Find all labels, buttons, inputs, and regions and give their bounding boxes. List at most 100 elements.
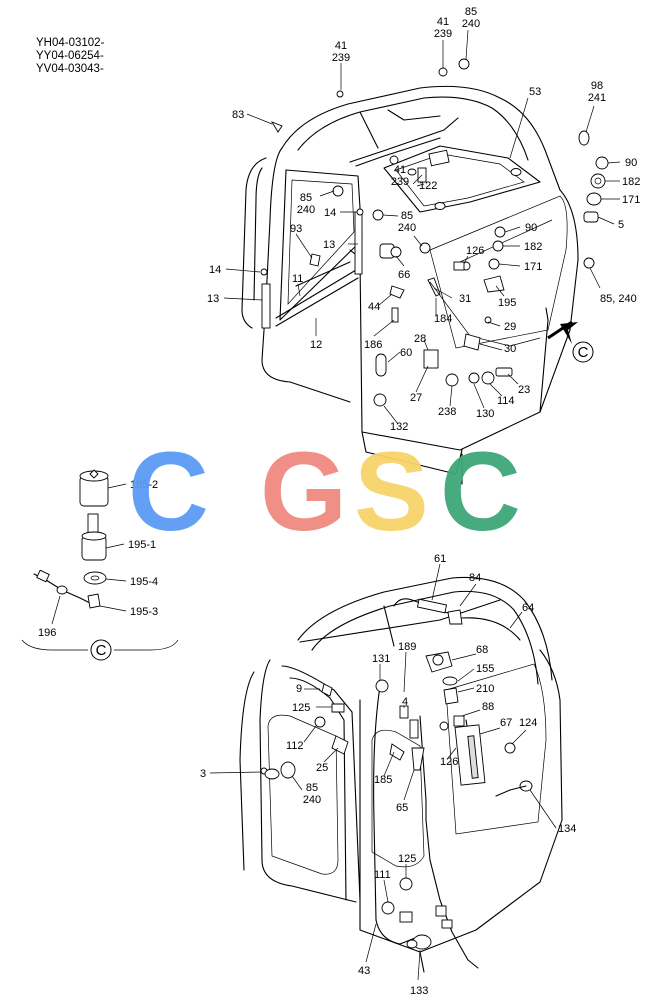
label-155: 155 (476, 663, 494, 675)
label-184: 184 (434, 313, 452, 325)
label-126: 126 (440, 756, 458, 768)
label-130: 130 (476, 408, 494, 420)
label-9: 9 (296, 683, 302, 695)
label-41: 41 (335, 40, 347, 52)
label-41: 41 (437, 16, 449, 28)
label-13: 13 (323, 239, 335, 251)
label-3: 3 (200, 768, 206, 780)
label-12: 12 (310, 339, 322, 351)
cgsc-watermark: C G S C (128, 429, 521, 554)
label-240: 240 (297, 204, 315, 216)
label-41: 41 (394, 164, 406, 176)
label-241: 241 (588, 92, 606, 104)
label-31: 31 (459, 293, 471, 305)
top-labels: 41 239 41 239 85 240 98 241 83 53 90 182… (207, 6, 640, 433)
label-133: 133 (410, 985, 428, 997)
label-85: 85 (465, 6, 477, 18)
label-239: 239 (434, 28, 452, 40)
label-14: 14 (209, 264, 221, 276)
label-60: 60 (400, 347, 412, 359)
label-93: 93 (290, 223, 302, 235)
label-195-4: 195-4 (130, 576, 158, 588)
label-53: 53 (529, 86, 541, 98)
part-code-header: YH04-03102- YY04-06254- YV04-03043- (36, 37, 105, 75)
watermark-letter-c: C (440, 429, 521, 554)
part-code-1: YH04-03102- (36, 37, 105, 49)
watermark-letter-s: S (354, 429, 429, 554)
label-124: 124 (519, 717, 537, 729)
label-90: 90 (525, 222, 537, 234)
part-code-2: YY04-06254- (36, 50, 104, 62)
label-84: 84 (469, 572, 481, 584)
label-131: 131 (372, 653, 390, 665)
label-171: 171 (622, 194, 640, 206)
label-68: 68 (476, 644, 488, 656)
top-leaders (223, 29, 621, 425)
label-85: 85 (306, 782, 318, 794)
label-240: 240 (303, 794, 321, 806)
label-196: 196 (38, 627, 56, 639)
label-185: 185 (374, 774, 392, 786)
watermark-letter-g: G (260, 429, 347, 554)
label-195: 195 (498, 297, 516, 309)
label-126: 126 (466, 245, 484, 257)
label-195-3: 195-3 (130, 606, 158, 618)
top-cab-assembly (241, 58, 609, 485)
label-43: 43 (358, 965, 370, 977)
label-240: 240 (398, 222, 416, 234)
view-c-letter: C (578, 344, 589, 361)
label-182: 182 (622, 176, 640, 188)
bottom-cab-assembly (239, 576, 563, 973)
label-85: 85 (300, 192, 312, 204)
label-13: 13 (207, 293, 219, 305)
label-114: 114 (497, 395, 515, 407)
bottom-leaders (209, 563, 557, 981)
label-238: 238 (438, 406, 456, 418)
label-23: 23 (518, 384, 530, 396)
label-132: 132 (390, 421, 408, 433)
label-14: 14 (324, 207, 336, 219)
label-88: 88 (482, 701, 494, 713)
label-239: 239 (332, 52, 350, 64)
label-85: 85 (401, 210, 413, 222)
label-189: 189 (398, 641, 416, 653)
label-66: 66 (398, 269, 410, 281)
label-239: 239 (391, 176, 409, 188)
label-25: 25 (316, 762, 328, 774)
label-182: 182 (524, 241, 542, 253)
label-125: 125 (292, 702, 310, 714)
label-11: 11 (292, 273, 303, 285)
bottom-labels: 61 84 64 189 68 131 155 210 9 4 88 125 6… (200, 553, 576, 997)
label-44: 44 (368, 301, 380, 313)
view-c-marker: C (572, 341, 594, 363)
label-64: 64 (522, 602, 534, 614)
label-171: 171 (524, 261, 542, 273)
label-30: 30 (504, 343, 516, 355)
label-29: 29 (504, 321, 516, 333)
label-61: 61 (434, 553, 446, 565)
label-186: 186 (364, 339, 382, 351)
label-122: 122 (419, 180, 437, 192)
label-195-2: 195-2 (130, 479, 158, 491)
label-195-1: 195-1 (128, 539, 156, 551)
label-83: 83 (232, 109, 244, 121)
detail-c-letter: C (96, 642, 107, 659)
label-27: 27 (410, 392, 422, 404)
label-5: 5 (618, 219, 624, 231)
label-134: 134 (558, 823, 576, 835)
detail-c-labels: 195-2 195-1 195-4 195-3 196 C (38, 479, 158, 659)
label-85-240: 85, 240 (600, 293, 637, 305)
label-28: 28 (414, 333, 426, 345)
watermark-letter-c: C (128, 429, 209, 554)
label-240: 240 (462, 18, 480, 30)
label-4: 4 (402, 696, 408, 708)
label-67: 67 (500, 717, 512, 729)
detail-c (21, 469, 179, 661)
label-112: 112 (286, 740, 304, 752)
label-90: 90 (625, 157, 637, 169)
label-98: 98 (591, 80, 603, 92)
label-111: 111 (374, 869, 391, 881)
label-210: 210 (476, 683, 494, 695)
label-125: 125 (398, 853, 416, 865)
